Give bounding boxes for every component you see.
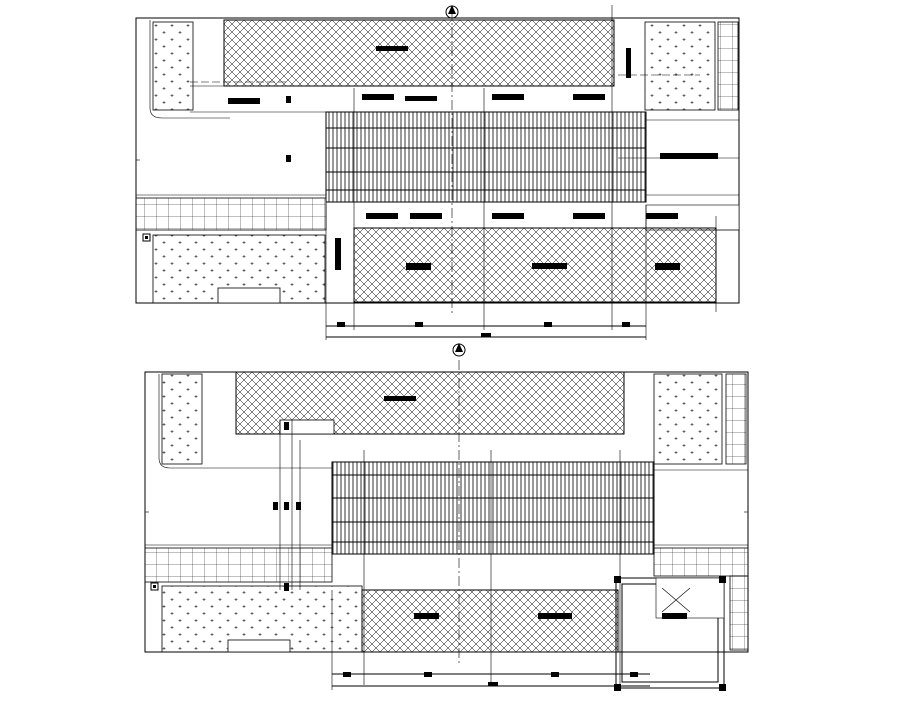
upper-paving-band (135, 197, 327, 231)
lower-road-curb (158, 374, 332, 469)
lower-south-building (361, 589, 619, 653)
upper-road-curb (149, 20, 230, 119)
upper-landscape-ne (644, 21, 716, 111)
lower-paving-ne (725, 373, 747, 465)
upper-site-boundary (135, 17, 740, 304)
lower-paving-band (144, 547, 333, 583)
lower-landscape-nw (161, 373, 203, 465)
lower-plan (144, 343, 749, 691)
upper-north-building (223, 19, 615, 87)
north-arrow-icon (452, 343, 466, 357)
upper-plan (135, 5, 740, 340)
north-arrow-icon (445, 5, 459, 19)
lower-landscape-ne (653, 373, 723, 465)
upper-landscape-nw (152, 21, 194, 111)
column-marker-icon (150, 582, 159, 591)
upper-louver-canopy (325, 111, 647, 203)
column-marker-icon (142, 233, 151, 242)
lower-louver-canopy (331, 461, 655, 555)
upper-paving-ne (717, 21, 739, 111)
